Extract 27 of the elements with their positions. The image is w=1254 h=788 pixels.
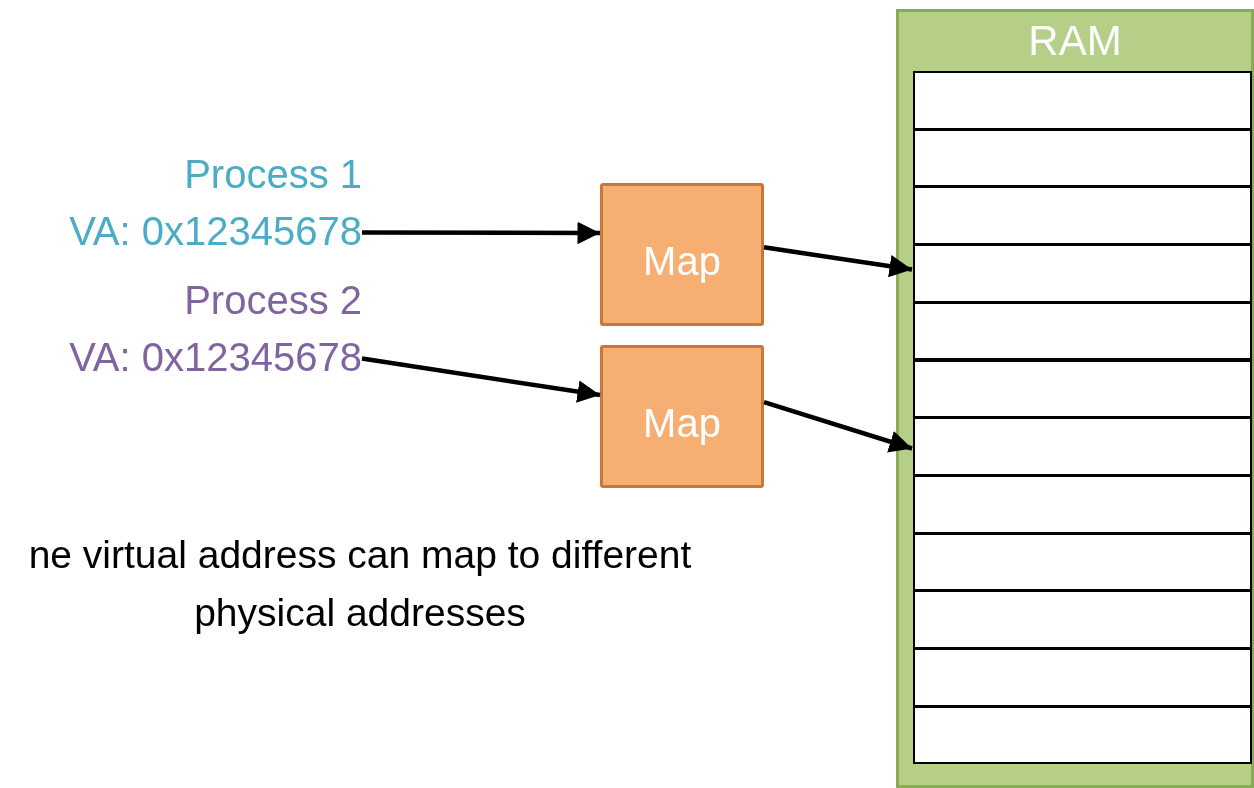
caption-text: ne virtual address can map to different physical addresses [27, 532, 693, 636]
memory-slot [913, 648, 1252, 707]
map-box [600, 183, 764, 326]
memory-slot [913, 590, 1252, 649]
process-label: Process 2 [184, 277, 362, 324]
memory-slot [913, 474, 1252, 534]
memory-slot [913, 301, 1252, 361]
arrow [763, 400, 913, 453]
memory-slot [913, 359, 1252, 419]
ram-block [896, 9, 1254, 788]
process-label: Process 1 [184, 151, 362, 198]
memory-slot [913, 186, 1252, 246]
ram-title: RAM [1027, 18, 1123, 64]
memory-slot [913, 128, 1252, 188]
arrow [763, 245, 913, 278]
memory-slot [913, 244, 1252, 303]
process-label: VA: 0x12345678 [69, 334, 362, 381]
memory-slot [913, 417, 1252, 476]
memory-slot [913, 532, 1252, 592]
process-label: VA: 0x12345678 [69, 208, 362, 255]
memory-slot [913, 71, 1252, 130]
map-label: Map [642, 400, 722, 446]
memory-slot [913, 705, 1252, 765]
map-label: Map [642, 238, 722, 284]
map-box [600, 345, 764, 488]
arrow [361, 356, 601, 403]
arrow [362, 221, 600, 245]
